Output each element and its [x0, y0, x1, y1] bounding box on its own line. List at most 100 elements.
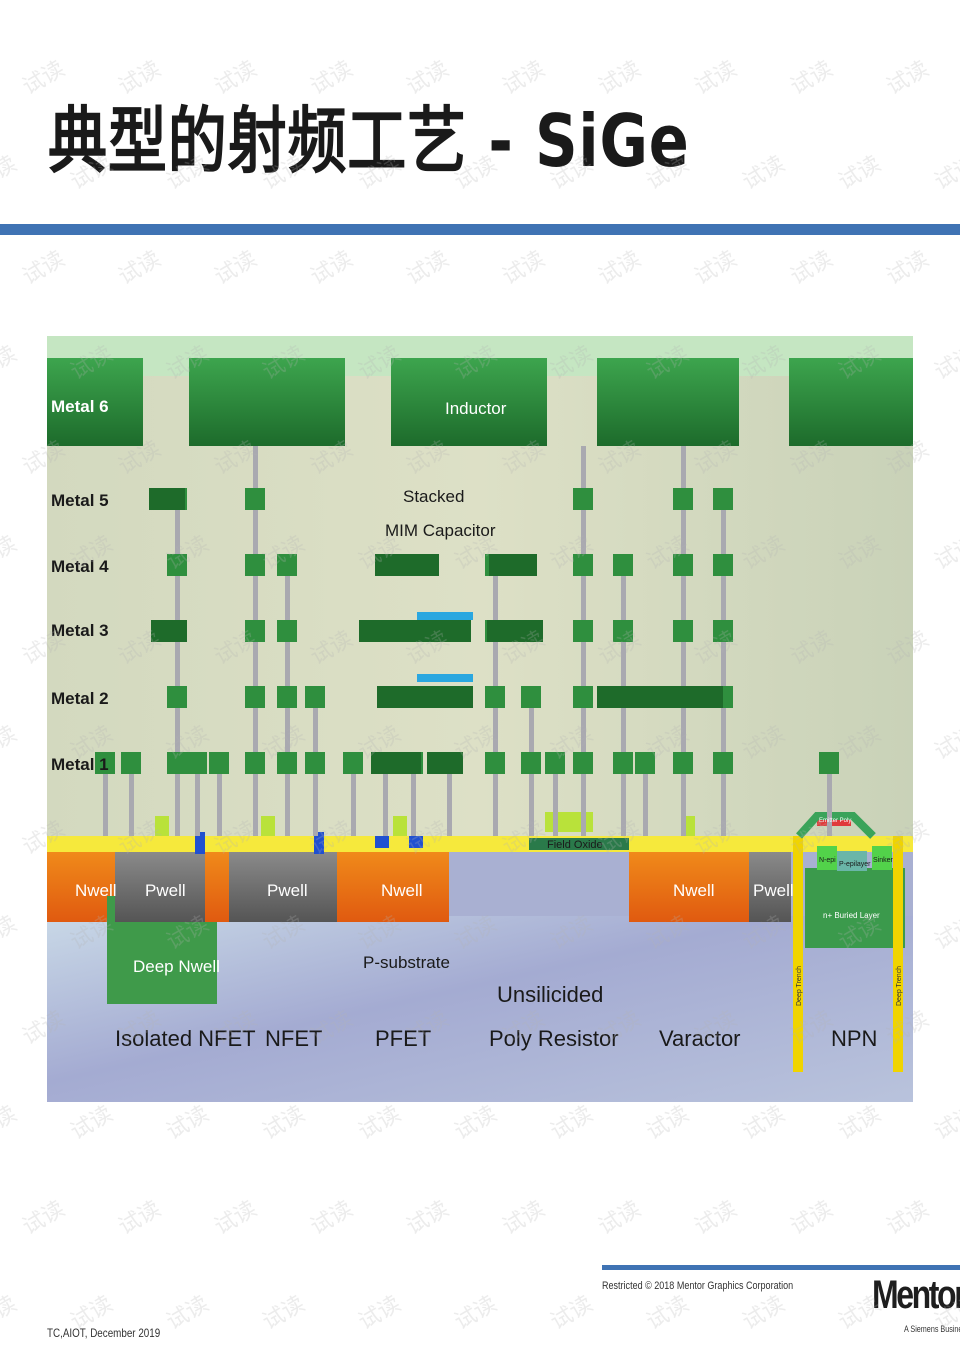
watermark-text: 试读 [211, 247, 262, 291]
footer-note: TC,AIOT, December 2019 [47, 1326, 161, 1340]
watermark-text: 试读 [643, 0, 694, 5]
metal-pad [545, 752, 565, 774]
device-label-npn: NPN [831, 1026, 877, 1051]
metal-pad [673, 488, 693, 510]
metal-pad [485, 686, 505, 708]
via-column [643, 764, 648, 836]
watermark-text: 试读 [163, 1102, 214, 1146]
watermark-text: 试读 [355, 1292, 406, 1336]
metal-label-4: Metal 4 [51, 557, 109, 576]
via-column [351, 764, 356, 836]
watermark-text: 试读 [0, 0, 21, 5]
metal-pad [209, 752, 229, 774]
metal-pad [573, 488, 593, 510]
sige-cross-section-diagram: Metal 6 Metal 5 Metal 4 Metal 3 Metal 2 … [47, 306, 913, 1102]
mim-plate-top [417, 612, 473, 620]
metal-pad [95, 752, 115, 774]
metal-bar [375, 554, 439, 576]
deep-trench-right [893, 836, 903, 1072]
watermark-text: 试读 [355, 1102, 406, 1146]
metal-pad [305, 686, 325, 708]
watermark-text: 试读 [259, 0, 310, 5]
watermark-text: 试读 [163, 1292, 214, 1336]
capacitor-label-line2: MIM Capacitor [385, 521, 496, 540]
watermark-text: 试读 [931, 912, 960, 956]
metal-pad [613, 620, 633, 642]
metal-pad [573, 686, 593, 708]
metal-label-1: Metal 1 [51, 755, 109, 774]
metal-pad [245, 752, 265, 774]
watermark-text: 试读 [211, 1197, 262, 1241]
watermark-text: 试读 [931, 722, 960, 766]
watermark-text: 试读 [835, 1102, 886, 1146]
metal6-5 [789, 358, 913, 446]
well-label-nwell-var: Nwell [673, 881, 715, 900]
watermark-text: 试读 [739, 1102, 790, 1146]
watermark-text: 试读 [883, 57, 934, 101]
watermark-text: 试读 [739, 1292, 790, 1336]
watermark-text: 试读 [19, 247, 70, 291]
watermark-text: 试读 [19, 1197, 70, 1241]
metal-bar [149, 488, 185, 510]
metal-label-5: Metal 5 [51, 491, 109, 510]
watermark-text: 试读 [499, 1197, 550, 1241]
watermark-text: 试读 [0, 912, 21, 956]
npn-base-poly [796, 812, 876, 839]
inductor-label: Inductor [445, 399, 507, 418]
sti-2 [314, 832, 324, 854]
watermark-text: 试读 [883, 1197, 934, 1241]
watermark-text: 试读 [595, 247, 646, 291]
nwell-iso-right [205, 852, 229, 922]
mentor-logo: Mentor [872, 1273, 960, 1317]
npn-epi [817, 846, 837, 870]
device-label-pfet: PFET [375, 1026, 431, 1051]
watermark-text: 试读 [163, 0, 214, 5]
metal-bar [151, 620, 187, 642]
metal-bar [401, 620, 471, 642]
watermark-text: 试读 [403, 247, 454, 291]
watermark-text: 试读 [499, 247, 550, 291]
watermark-text: 试读 [259, 1292, 310, 1336]
watermark-text: 试读 [0, 1102, 21, 1146]
metal-label-2: Metal 2 [51, 689, 109, 708]
watermark-text: 试读 [739, 0, 790, 5]
watermark-text: 试读 [691, 57, 742, 101]
watermark-text: 试读 [67, 0, 118, 5]
watermark-text: 试读 [595, 1197, 646, 1241]
watermark-text: 试读 [931, 1102, 960, 1146]
metal-label-3: Metal 3 [51, 621, 109, 640]
sti-4 [409, 836, 423, 848]
mim-plate-bottom [417, 674, 473, 682]
n-epi-label: N-epi [819, 857, 836, 864]
metal-pad [713, 488, 733, 510]
metal-pad [521, 686, 541, 708]
metal-pad [245, 620, 265, 642]
metal-bar [489, 554, 537, 576]
title-divider [0, 224, 960, 235]
device-label-resistor-line2: Poly Resistor [489, 1026, 619, 1051]
metal-pad [277, 554, 297, 576]
metal6-1 [47, 358, 143, 446]
watermark-text: 试读 [0, 532, 21, 576]
p-epi-label: P-epilayer [839, 861, 871, 868]
deep-trench-label-right: Deep Trench [896, 966, 903, 1006]
watermark-text: 试读 [787, 57, 838, 101]
watermark-text: 试读 [643, 1292, 694, 1336]
watermark-text: 试读 [931, 342, 960, 386]
watermark-text: 试读 [451, 0, 502, 5]
via-column [827, 764, 832, 836]
metal-pad [713, 554, 733, 576]
pwell-right [749, 852, 791, 922]
metal-pad [673, 752, 693, 774]
copyright-notice: Restricted © 2018 Mentor Graphics Corpor… [602, 1280, 794, 1292]
via-column [175, 500, 180, 836]
gate-nfet [261, 816, 275, 836]
metal-pad [187, 752, 207, 774]
well-label-pwell-right: Pwell [753, 881, 794, 900]
watermark-text: 试读 [787, 247, 838, 291]
via-column [721, 500, 726, 836]
metal-pad [245, 554, 265, 576]
metal-bar [597, 686, 673, 708]
well-label-pwell-iso: Pwell [145, 881, 186, 900]
watermark-text: 试读 [691, 247, 742, 291]
